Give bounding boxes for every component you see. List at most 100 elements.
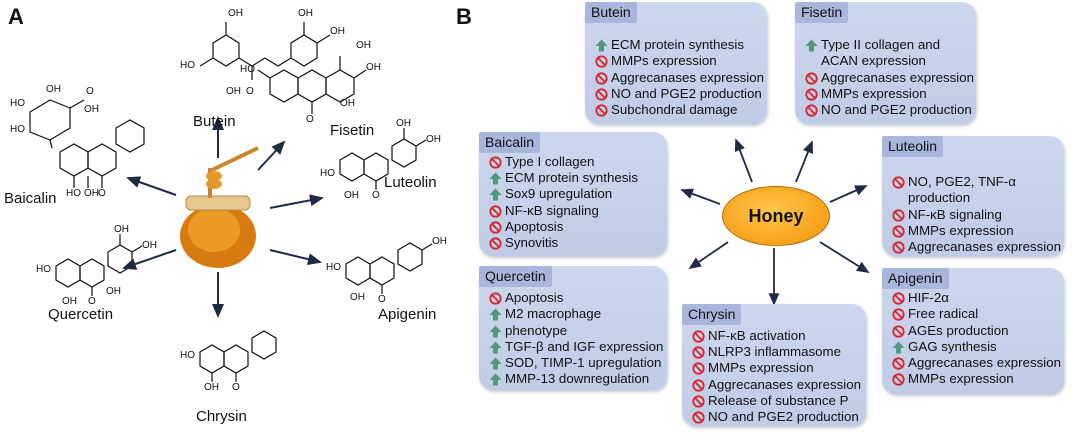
up-arrow-icon [892, 341, 905, 354]
list-item: NF-κB signaling [892, 207, 1061, 223]
inhibit-icon [489, 221, 502, 234]
inhibit-icon [892, 308, 905, 321]
list-item-text: production [908, 190, 971, 206]
list-item: GAG synthesis [892, 339, 1061, 355]
inhibit-icon [692, 395, 705, 408]
inhibit-icon [489, 156, 502, 169]
list-item-text: phenotype [505, 322, 568, 338]
atom-label: HO [326, 262, 341, 273]
list-item-text: Free radical [908, 306, 979, 322]
atom-label: OH [84, 188, 99, 199]
compound-label-apigenin: Apigenin [378, 306, 437, 323]
list-item-text: MMPs expression [908, 222, 1014, 238]
inhibit-icon [595, 71, 608, 85]
list-item: Apoptosis [489, 290, 663, 306]
list-item: MMP-13 downregulation [489, 371, 663, 387]
fisetin-structure [257, 56, 367, 114]
chrysin-structure [199, 330, 277, 382]
list-item: NLRP3 inflammasome [692, 344, 861, 360]
inhibit-icon [692, 362, 705, 376]
box-title-apigenin: Apigenin [882, 268, 949, 289]
inhibit-icon [692, 379, 705, 392]
list-item: NO and PGE2 production [595, 86, 764, 102]
list-item-text: Apoptosis [505, 218, 564, 234]
list-item-text: M2 macrophage [505, 306, 602, 322]
list-item-text: NF-κB signaling [908, 206, 1002, 222]
compound-label-chrysin: Chrysin [196, 408, 247, 425]
atom-label: OH [356, 40, 371, 51]
list-item: MMPs expression [595, 53, 764, 69]
list-item: MMPs expression [892, 223, 1061, 239]
inhibit-icon [489, 292, 502, 305]
list-item-text: Synovitis [505, 235, 559, 251]
list-item: Free radical [892, 306, 1061, 322]
atom-label: OH [142, 240, 157, 251]
list-item: Subchondral damage [595, 102, 764, 118]
atom-label: OH [106, 286, 121, 297]
list-item-text: SOD, TIMP-1 upregulation [505, 355, 662, 371]
list-item-text: MMPs expression [708, 360, 814, 376]
compound-label-luteolin: Luteolin [384, 174, 437, 191]
atom-label: O [88, 296, 96, 307]
inhibit-icon [595, 55, 608, 68]
panel-a-label: A [8, 4, 24, 29]
quercetin-structure [55, 234, 143, 296]
inhibit-icon [892, 324, 905, 338]
atom-label: HO [180, 350, 195, 361]
up-arrow-icon [489, 308, 502, 321]
atom-label: OH [366, 62, 381, 73]
panel-b-label: B [456, 4, 472, 29]
up-arrow-icon [805, 39, 818, 52]
atom-label: HO [10, 124, 25, 135]
atom-label: O [372, 190, 380, 201]
compound-label-butein: Butein [193, 113, 236, 130]
spacer-icon [805, 55, 818, 68]
list-item: Type II collagen and [805, 37, 974, 53]
list-item-text: Aggrecanases expression [611, 69, 765, 85]
list-item: AGEs production [892, 323, 1061, 339]
list-item: ECM protein synthesis [489, 170, 638, 186]
list-item: phenotype [489, 323, 663, 339]
atom-label: HO [36, 264, 51, 275]
list-item-text: TGF-β and IGF expression [505, 338, 664, 354]
atom-label: OH [228, 8, 243, 19]
atom-label: O [306, 114, 314, 125]
up-arrow-icon [595, 39, 608, 52]
list-item: Aggrecanases expression [892, 355, 1061, 371]
atom-label: HO [320, 168, 335, 179]
list-item-text: NO, PGE2, TNF-α [908, 174, 1016, 189]
atom-label: OH [46, 84, 61, 95]
list-item-text: GAG synthesis [908, 338, 997, 354]
list-item: Sox9 upregulation [489, 186, 638, 202]
butein-structure [199, 22, 331, 80]
atom-label: OH [340, 98, 355, 109]
inhibit-icon [892, 241, 905, 254]
inhibit-icon [489, 205, 502, 218]
box-title-baicalin: Baicalin [479, 132, 541, 153]
list-item: Type I collagen [489, 154, 638, 170]
atom-label: OH [62, 296, 77, 307]
box-title-fisetin: Fisetin [795, 2, 849, 23]
list-item: Apoptosis [489, 219, 638, 235]
up-arrow-icon [489, 373, 502, 386]
inhibit-icon [892, 225, 905, 238]
atom-label: OH [344, 190, 359, 201]
list-item: NO and PGE2 production [805, 102, 974, 118]
list-item-text: NO and PGE2 production [821, 102, 972, 118]
list-item: MMPs expression [892, 371, 1061, 387]
list-item: NO, PGE2, TNF-α [892, 174, 1061, 190]
inhibit-icon [892, 357, 905, 370]
box-title-quercetin: Quercetin [479, 266, 552, 287]
